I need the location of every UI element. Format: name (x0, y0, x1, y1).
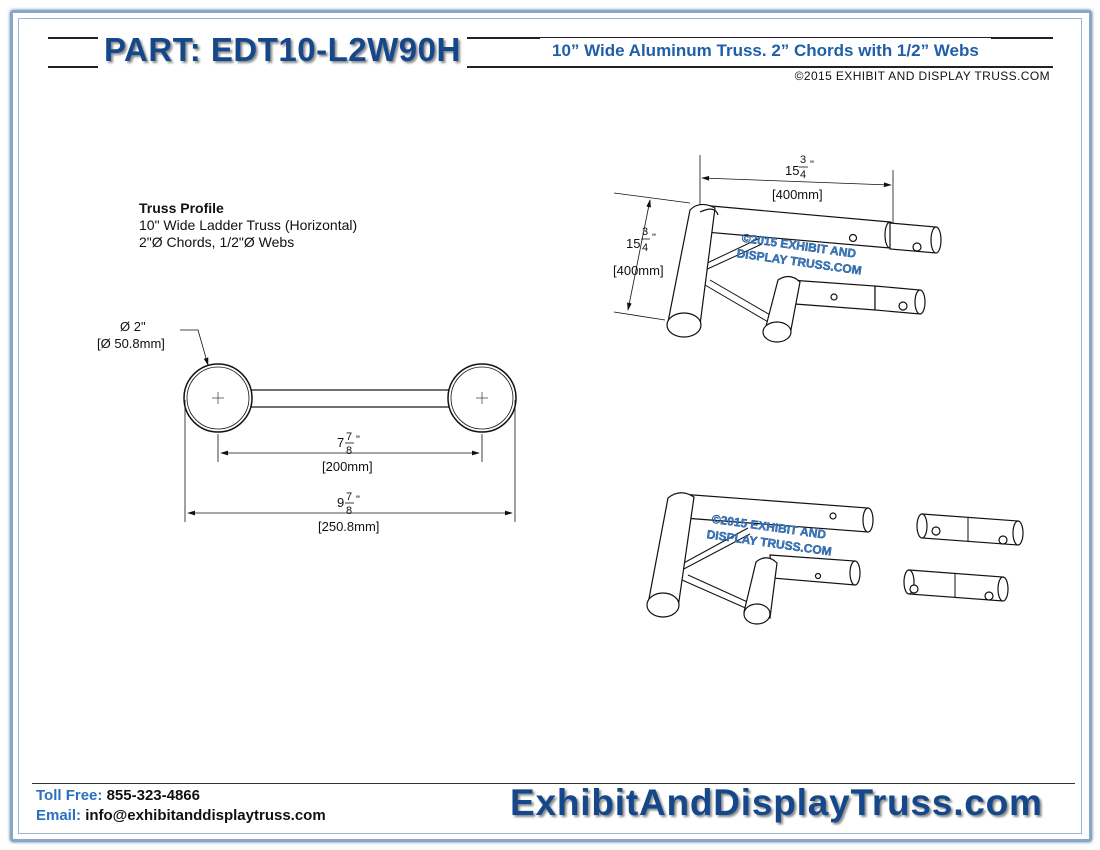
profile-line-1: 10" Wide Ladder Truss (Horizontal) (139, 217, 357, 233)
diameter-label: Ø 2" (120, 319, 146, 334)
email-address[interactable]: info@exhibitanddisplaytruss.com (85, 807, 326, 824)
profile-title: Truss Profile (139, 200, 224, 216)
dim-whole: 7 (337, 435, 344, 450)
svg-text:": " (810, 159, 814, 171)
dim-mm: [200mm] (322, 459, 373, 474)
dim-denominator: 4 (642, 242, 648, 254)
iso-assembled-view (613, 155, 942, 343)
dim-overall-width: 9 7 8 " [250.8mm] (318, 491, 379, 534)
dim-mm: [400mm] (613, 263, 664, 278)
iso-exploded-view (646, 492, 1024, 625)
dim-chord-spacing: 7 7 8 " [200mm] (322, 431, 373, 474)
part-title: PART: EDT10-L2W90H (98, 32, 467, 68)
dim-whole: 15 (785, 163, 799, 178)
iso-depth-dimension: 15 3 4 " [400mm] (613, 226, 664, 278)
dim-whole: 9 (337, 495, 344, 510)
svg-text:": " (652, 232, 656, 244)
profile-diameter-callout: Ø 2" [Ø 50.8mm] (97, 319, 165, 351)
dim-denominator: 8 (346, 445, 352, 457)
header-rule-bottom (48, 66, 1053, 68)
dim-numerator: 3 (800, 154, 806, 166)
iso-width-dimension: 15 3 4 " [400mm] (772, 154, 823, 202)
part-subtitle: 10” Wide Aluminum Truss. 2” Chords with … (540, 38, 991, 64)
svg-text:": " (356, 494, 360, 506)
svg-text:": " (356, 434, 360, 446)
outer-border (10, 10, 1092, 842)
dim-mm: [250.8mm] (318, 519, 379, 534)
dim-numerator: 3 (642, 226, 648, 238)
dim-denominator: 8 (346, 505, 352, 517)
dim-numerator: 7 (346, 431, 352, 443)
email-label: Email: (36, 807, 82, 824)
toll-free-label: Toll Free: (36, 787, 103, 804)
footer-rule (32, 783, 1075, 784)
diameter-mm: [Ø 50.8mm] (97, 336, 165, 351)
email-line: Email: info@exhibitanddisplaytruss.com (36, 807, 326, 824)
profile-view (180, 329, 517, 522)
dim-mm: [400mm] (772, 187, 823, 202)
toll-free-number[interactable]: 855-323-4866 (106, 787, 200, 804)
copyright-notice: ©2015 EXHIBIT AND DISPLAY TRUSS.COM (794, 69, 1050, 83)
toll-free-line: Toll Free: 855-323-4866 (36, 787, 200, 804)
profile-notes: Truss Profile 10" Wide Ladder Truss (Hor… (139, 200, 357, 250)
brand-website[interactable]: ExhibitAndDisplayTruss.com (510, 782, 1043, 823)
dim-whole: 15 (626, 236, 640, 251)
dim-denominator: 4 (800, 169, 806, 181)
dim-numerator: 7 (346, 491, 352, 503)
profile-line-2: 2"Ø Chords, 1/2"Ø Webs (139, 234, 294, 250)
inner-border (18, 18, 1082, 834)
